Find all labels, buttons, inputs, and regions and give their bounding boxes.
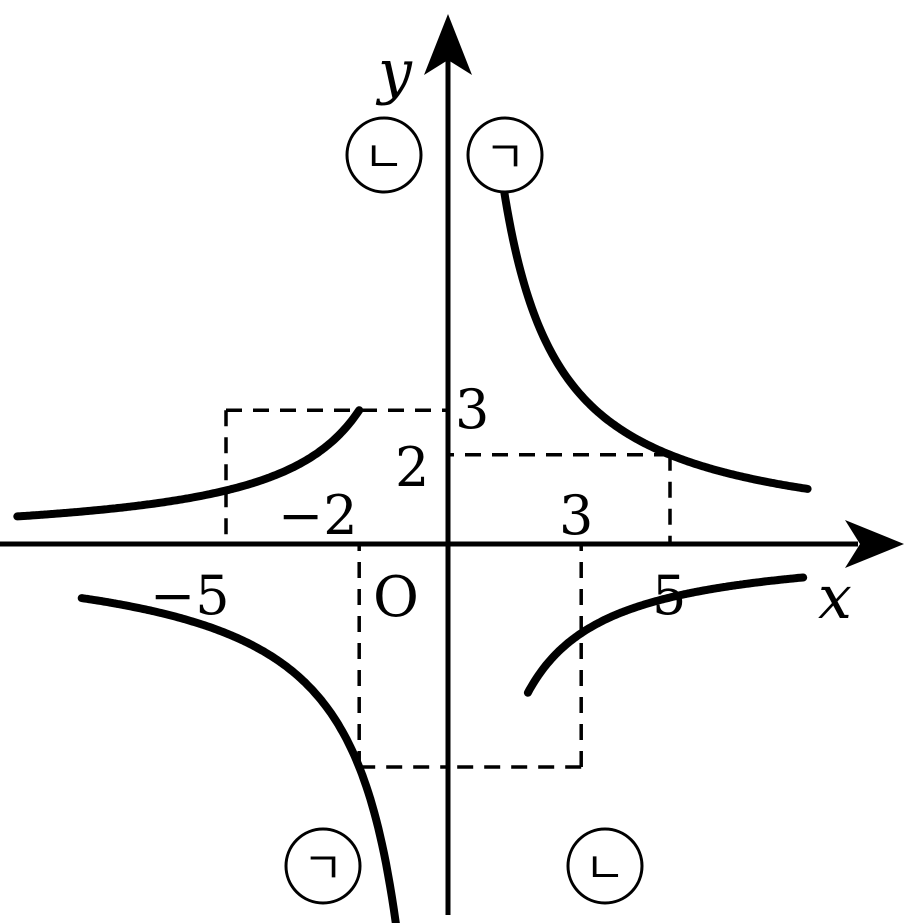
marker-label-g2-upper: ㄴ [364, 132, 404, 183]
curve-marker-g2-upper: ㄴ [345, 116, 423, 194]
marker-label-g2-lower: ㄴ [585, 843, 625, 894]
x-axis-arrowhead [845, 520, 904, 568]
dashed-guides [224, 408, 672, 769]
curve-g2-branch-q4 [523, 573, 808, 697]
x-tick-label-5: 5 [652, 564, 686, 627]
curve-g2-branch-q2 [13, 406, 364, 521]
y-axis-label: y [375, 37, 413, 107]
x-tick-label-3: 3 [559, 484, 593, 547]
curve-marker-g1-upper: ㄱ [466, 116, 544, 194]
curve-g1-branch-q1 [499, 183, 812, 493]
hyperbola-curves [13, 183, 812, 923]
y-tick-label-3: 3 [455, 378, 489, 441]
curve-marker-g1-lower: ㄱ [284, 827, 362, 905]
curve-marker-g2-lower: ㄴ [566, 827, 644, 905]
y-tick-label-2: 2 [395, 436, 429, 499]
curve-g1-branch-q3 [77, 594, 400, 923]
origin-label: O [373, 565, 419, 630]
x-tick-label-neg2: −2 [278, 484, 358, 547]
x-tick-label-neg5: −5 [150, 564, 230, 627]
y-axis-arrowhead [424, 14, 472, 75]
marker-label-g1-lower: ㄱ [303, 843, 343, 894]
x-axis-label: x [818, 563, 852, 633]
marker-label-g1-upper: ㄱ [485, 132, 525, 183]
